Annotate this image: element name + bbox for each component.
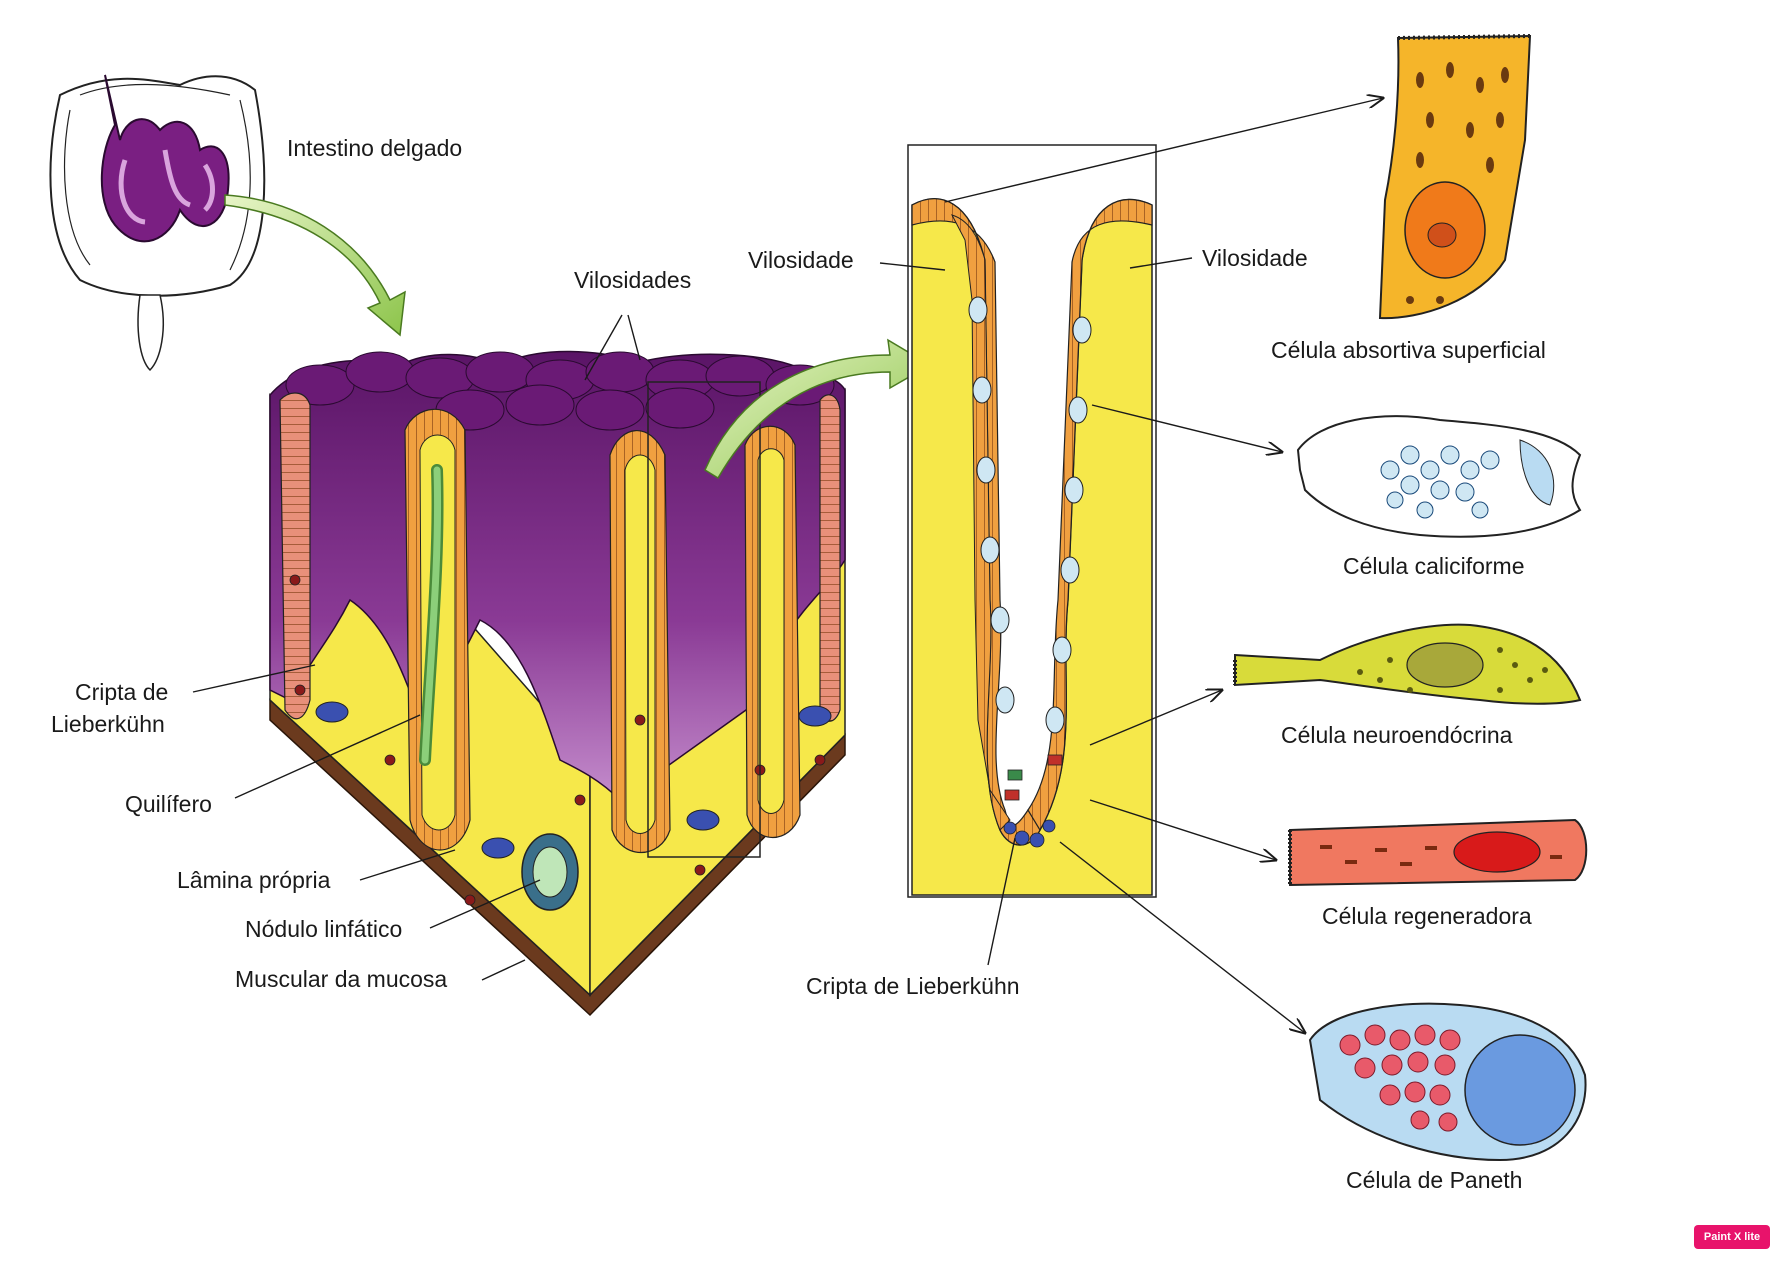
cell-regenerative-label: Célula regeneradora <box>1322 903 1532 929</box>
lymph-nodule-label: Nódulo linfático <box>245 916 402 942</box>
villus-right-label: Vilosidade <box>1202 245 1308 271</box>
small-intestine-illustration <box>49 74 266 372</box>
villus-left-label: Vilosidade <box>748 247 854 273</box>
crypt-center-label: Cripta de Lieberkühn <box>806 973 1020 999</box>
cell-goblet-illustration <box>1296 415 1582 538</box>
small-intestine-label: Intestino delgado <box>287 135 462 161</box>
crypt-left-label-line1: Cripta de <box>75 679 168 705</box>
lamina-propria-label: Lâmina própria <box>177 867 331 893</box>
mucosa-block <box>269 350 846 1017</box>
cell-paneth-illustration <box>1308 1002 1587 1162</box>
cell-goblet-label: Célula caliciforme <box>1343 553 1525 579</box>
cell-absorptive-label: Célula absortiva superficial <box>1271 337 1546 363</box>
villi-label: Vilosidades <box>574 267 691 293</box>
cell-neuroendocrine-label: Célula neuroendócrina <box>1281 722 1513 748</box>
zoom-frame <box>647 381 761 858</box>
villus-section-left <box>279 392 471 851</box>
cell-absorptive-illustration <box>1378 34 1532 320</box>
cell-neuroendocrine-illustration <box>1233 623 1582 705</box>
zoom-arrow-1 <box>224 194 406 337</box>
villus-section-right <box>609 394 841 853</box>
villus-detail <box>907 144 1157 898</box>
lacteal-label: Quilífero <box>125 791 212 817</box>
muscularis-mucosae-label: Muscular da mucosa <box>235 966 447 992</box>
crypt-left-label-line2: Lieberkühn <box>51 711 165 737</box>
cell-regenerative-illustration <box>1288 818 1588 887</box>
watermark-badge: Paint X lite <box>1694 1225 1770 1249</box>
cell-paneth-label: Célula de Paneth <box>1346 1167 1522 1193</box>
